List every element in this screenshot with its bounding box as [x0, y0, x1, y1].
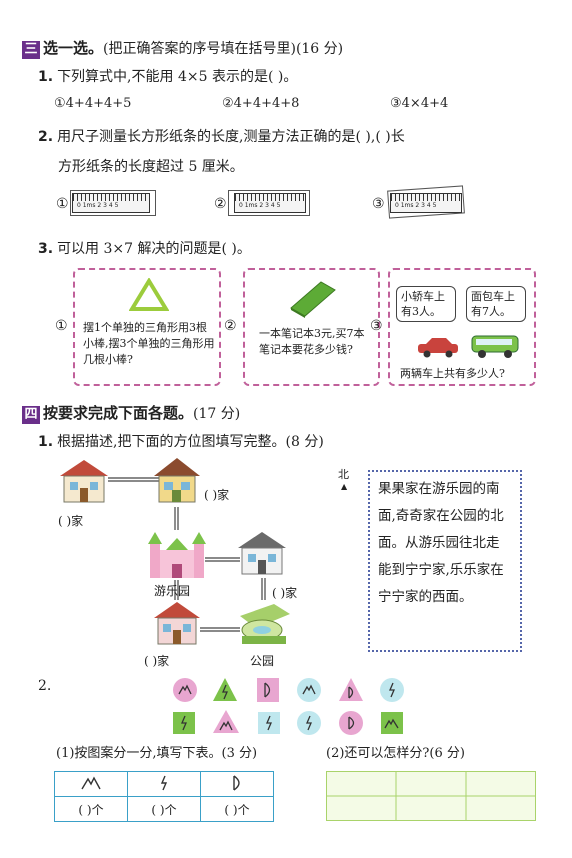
van-bubble: 面包车上有7人。 — [466, 286, 526, 322]
q2-mark-3[interactable]: ③ — [372, 196, 385, 212]
section4-subtitle: (17 分) — [193, 406, 241, 422]
circle-lightning-cyan-icon — [297, 711, 321, 735]
section3-subtitle: (把正确答案的序号填在括号里)(16 分) — [103, 41, 344, 57]
section4-heading: 四按要求完成下面各题。(17 分) — [22, 402, 240, 424]
label-right-mid-home[interactable]: ( )家 — [272, 586, 298, 600]
q1-text: 下列算式中,不能用 4×5 表示的是( )。 — [57, 69, 298, 85]
s4q1-number: 1. — [38, 434, 54, 450]
q1-option-3[interactable]: ③4×4+4 — [390, 96, 449, 111]
ruler-1: 0 1ms 2 3 4 5 — [72, 193, 150, 213]
q2-stem-line1: 2.用尺子测量长方形纸条的长度,测量方法正确的是( ),( )长 — [38, 126, 405, 146]
card2-text: 一本笔记本3元,买7本笔记本要花多少钱? — [259, 327, 365, 356]
q2-number: 2. — [38, 129, 54, 145]
mountain-header-icon — [54, 771, 128, 797]
stick-triangle-icon — [129, 278, 169, 311]
notebook-icon — [290, 281, 336, 318]
q3-stem: 3.可以用 3×7 解决的问题是( )。 — [38, 238, 251, 258]
q1-option-1[interactable]: ①4+4+4+5 — [54, 96, 132, 111]
triangle-mountain-icon — [213, 710, 239, 733]
label-bottom-right-park: 公园 — [250, 654, 275, 668]
square-lightning-cyan-icon — [258, 712, 280, 734]
table-header-row — [54, 771, 274, 797]
ruler-3: 0 1ms 2 3 4 5 — [390, 193, 462, 213]
s4q2-sub2: (2)还可以怎样分?(6 分) — [326, 746, 465, 761]
lightning-count-cell[interactable]: ( )个 — [127, 796, 201, 822]
card3-question: 两辆车上共有多少人? — [400, 367, 505, 380]
q1-stem: 1.下列算式中,不能用 4×5 表示的是( )。 — [38, 66, 297, 86]
square-moon-icon — [257, 678, 279, 702]
moon-count-cell[interactable]: ( )个 — [200, 796, 274, 822]
section4-title: 按要求完成下面各题。 — [43, 404, 194, 422]
van-icon — [471, 335, 519, 358]
lightning-header-icon — [127, 771, 201, 797]
option-card-1[interactable]: 摆1个单独的三角形用3根小棒,摆3个单独的三角形用几根小棒? — [73, 268, 221, 386]
label-left-home[interactable]: ( )家 — [58, 514, 84, 528]
section3-title: 选一选。 — [43, 39, 104, 57]
s4q1-text: 根据描述,把下面的方位图填写完整。(8 分) — [57, 434, 324, 450]
triangle-lightning-icon — [213, 678, 237, 701]
amusement-park-icon — [148, 532, 206, 578]
section3-heading: 三选一选。(把正确答案的序号填在括号里)(16 分) — [22, 37, 343, 59]
north-arrow-icon: ▲ — [341, 482, 348, 491]
q3-number: 3. — [38, 241, 54, 257]
q2-text-line1: 用尺子测量长方形纸条的长度,测量方法正确的是( ),( )长 — [57, 129, 405, 145]
s4q1-stem: 1.根据描述,把下面的方位图填写完整。(8 分) — [38, 431, 324, 451]
option-card-2[interactable]: 一本笔记本3元,买7本笔记本要花多少钱? — [243, 268, 380, 386]
classification-table: ( )个 ( )个 ( )个 — [54, 771, 274, 822]
option-card-3[interactable]: 小轿车上有3人。 面包车上有7人。 两辆车上共有多少人? — [388, 268, 536, 386]
car-bubble: 小轿车上有3人。 — [396, 286, 456, 322]
q2-mark-2[interactable]: ② — [214, 196, 227, 212]
q3-text: 可以用 3×7 解决的问题是( )。 — [57, 241, 251, 257]
ruler-2: 0 1ms 2 3 4 5 — [234, 193, 306, 213]
q2-mark-1[interactable]: ① — [56, 196, 69, 212]
circle-mountain-cyan-icon — [297, 678, 321, 702]
circle-lightning-icon — [380, 678, 404, 702]
moon-header-icon — [200, 771, 274, 797]
table-answer-row: ( )个 ( )个 ( )个 — [54, 796, 274, 822]
q3-mark-1[interactable]: ① — [55, 318, 68, 334]
car-icon — [418, 338, 458, 358]
house-bottom-left-icon — [154, 602, 200, 645]
label-top-right-home[interactable]: ( )家 — [204, 488, 230, 502]
north-label: 北 — [338, 468, 349, 481]
s4q2-sub1: (1)按图案分一分,填写下表。(3 分) — [56, 746, 258, 761]
house-top-right-icon — [154, 458, 200, 503]
circle-mountain-icon — [173, 678, 197, 702]
mountain-count-cell[interactable]: ( )个 — [54, 796, 128, 822]
section3-badge: 三 — [22, 41, 40, 59]
s4q2-number: 2. — [38, 678, 52, 694]
house-right-mid-icon — [238, 532, 286, 575]
q3-mark-2[interactable]: ② — [224, 318, 237, 334]
q1-option-2[interactable]: ②4+4+4+8 — [222, 96, 300, 111]
direction-description: 果果家在游乐园的南面,奇奇家在公园的北面。从游乐园往北走能到宁宁家,乐乐家在宁宁… — [368, 470, 522, 652]
card1-text: 摆1个单独的三角形用3根小棒,摆3个单独的三角形用几根小棒? — [83, 321, 215, 366]
label-park: 游乐园 — [154, 584, 191, 598]
q2-stem-line2: 方形纸条的长度超过 5 厘米。 — [58, 159, 244, 175]
square-lightning-icon — [173, 712, 195, 734]
triangle-moon-icon — [339, 678, 363, 701]
label-bottom-left-home[interactable]: ( )家 — [144, 654, 170, 668]
section4-badge: 四 — [22, 406, 40, 424]
house-left-icon — [60, 460, 108, 503]
public-park-icon — [240, 604, 290, 644]
q1-number: 1. — [38, 69, 54, 85]
answer-grid-lines — [327, 772, 535, 820]
square-mountain-icon — [381, 712, 403, 734]
q3-mark-3[interactable]: ③ — [370, 318, 383, 334]
answer-grid[interactable] — [326, 771, 536, 821]
circle-moon-icon — [339, 711, 363, 735]
